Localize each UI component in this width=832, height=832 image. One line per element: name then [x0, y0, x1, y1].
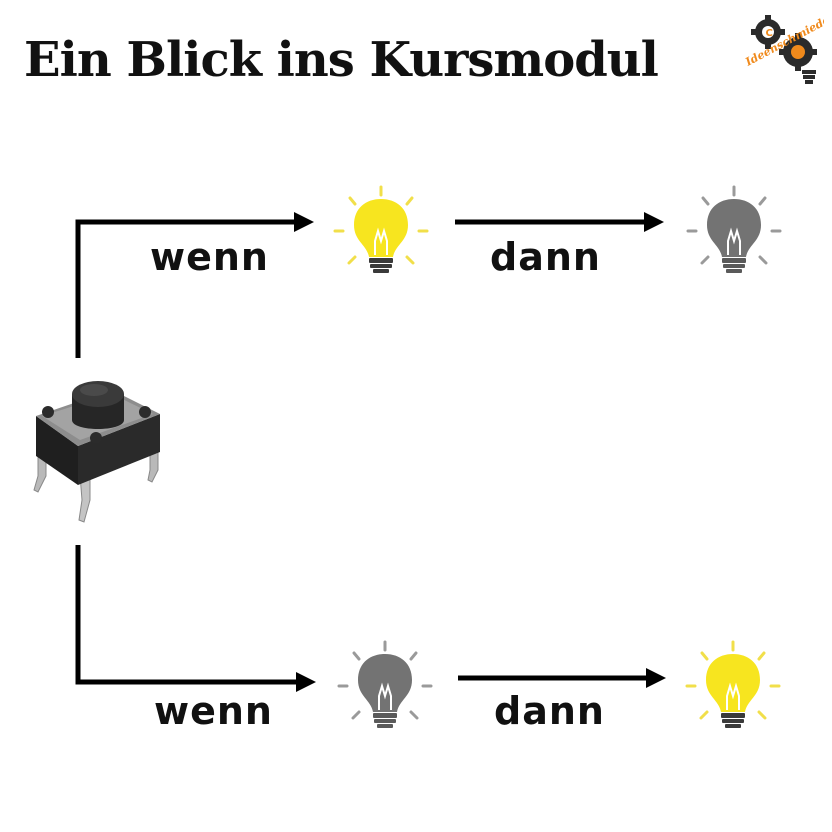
arrow-right-icon: [294, 212, 314, 232]
wenn-label: wenn: [154, 689, 273, 733]
dann-label: dann: [494, 689, 605, 733]
arrow-right-icon: [644, 212, 664, 232]
light-bulb-off-icon: [337, 640, 433, 730]
light-bulb-off-icon: [686, 185, 782, 275]
gear-icon: C: [751, 15, 785, 49]
arrow-right-icon: [646, 668, 666, 688]
light-bulb-on-icon: [685, 640, 781, 730]
dann-label: dann: [490, 235, 601, 279]
svg-text:C: C: [766, 28, 773, 39]
lower-branch-line: [75, 545, 300, 685]
upper-branch-line: [75, 219, 298, 358]
ideenschmiede-logo: C Ideenschmiede: [742, 13, 824, 84]
gear-icon: [779, 33, 817, 71]
wenn-label: wenn: [150, 235, 269, 279]
page-title: Ein Blick ins Kursmodul: [24, 32, 659, 88]
light-bulb-on-icon: [333, 185, 429, 275]
arrow-right-icon: [296, 672, 316, 692]
push-button-icon: [33, 381, 160, 523]
